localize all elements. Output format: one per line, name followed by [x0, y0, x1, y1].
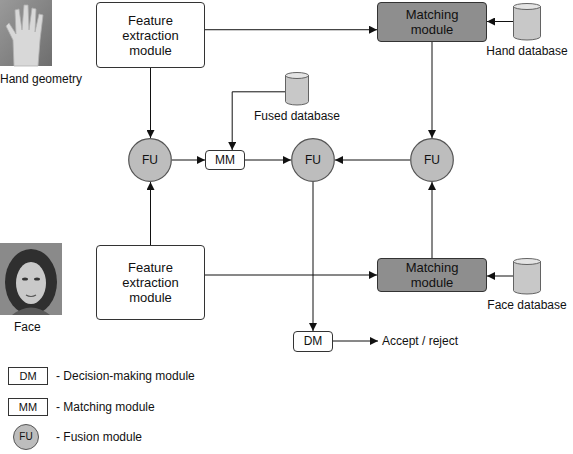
process-box: MM [205, 150, 245, 170]
legend-text: - Matching module [56, 400, 155, 414]
legend-sample: MM [8, 398, 48, 416]
legend-sample: FU [13, 424, 39, 450]
connector-arrow [313, 182, 314, 331]
matching-box: Matching module [377, 258, 487, 292]
process-box: Feature extraction module [96, 245, 205, 320]
database-label: Hand database [486, 44, 567, 59]
connector-arrow [150, 182, 151, 245]
connector-arrow [150, 68, 151, 138]
output-arrow [333, 341, 378, 342]
connector-arrow [432, 182, 433, 258]
face-photo [0, 243, 62, 315]
database-cylinder: Face database [513, 258, 541, 294]
node-label: MM [215, 153, 235, 168]
cylinder-outline [513, 258, 541, 294]
node-label: Feature extraction module [112, 13, 190, 58]
node-label: FU [424, 153, 440, 168]
connector-arrow [487, 276, 513, 277]
connector-arrow [432, 42, 433, 138]
process-box: DM [293, 331, 333, 352]
connector-arrow [172, 160, 205, 161]
node-label: DM [304, 334, 323, 349]
node-label: Matching module [396, 7, 468, 37]
connector-arrow [245, 160, 291, 161]
connector-arrow [205, 275, 377, 276]
node-label: FU [142, 153, 158, 168]
fusion-circle: FU [291, 138, 335, 182]
database-cylinder: Hand database [513, 3, 541, 40]
legend-sample: DM [8, 367, 48, 385]
database-label: Fused database [254, 109, 340, 124]
output-label: Accept / reject [382, 334, 458, 348]
hand-photo [0, 0, 52, 66]
image-caption: Hand geometry [0, 72, 82, 86]
connector-arrow [487, 21, 513, 22]
image-caption: Face [14, 320, 41, 334]
cylinder-outline [513, 3, 541, 40]
connector-arrow [335, 160, 410, 161]
database-label: Face database [487, 298, 566, 313]
process-box: Feature extraction module [96, 2, 205, 68]
database-cylinder: Fused database [285, 72, 309, 105]
connector-arrow [205, 29, 377, 30]
matching-box: Matching module [377, 2, 487, 42]
node-label: FU [305, 153, 321, 168]
legend-text: - Decision-making module [56, 369, 195, 383]
node-label: Matching module [396, 260, 468, 290]
legend-text: - Fusion module [56, 430, 142, 444]
connector-arrow [232, 92, 285, 150]
node-label: Feature extraction module [112, 260, 190, 305]
cylinder-outline [285, 72, 309, 105]
fusion-circle: FU [128, 138, 172, 182]
fusion-circle: FU [410, 138, 454, 182]
